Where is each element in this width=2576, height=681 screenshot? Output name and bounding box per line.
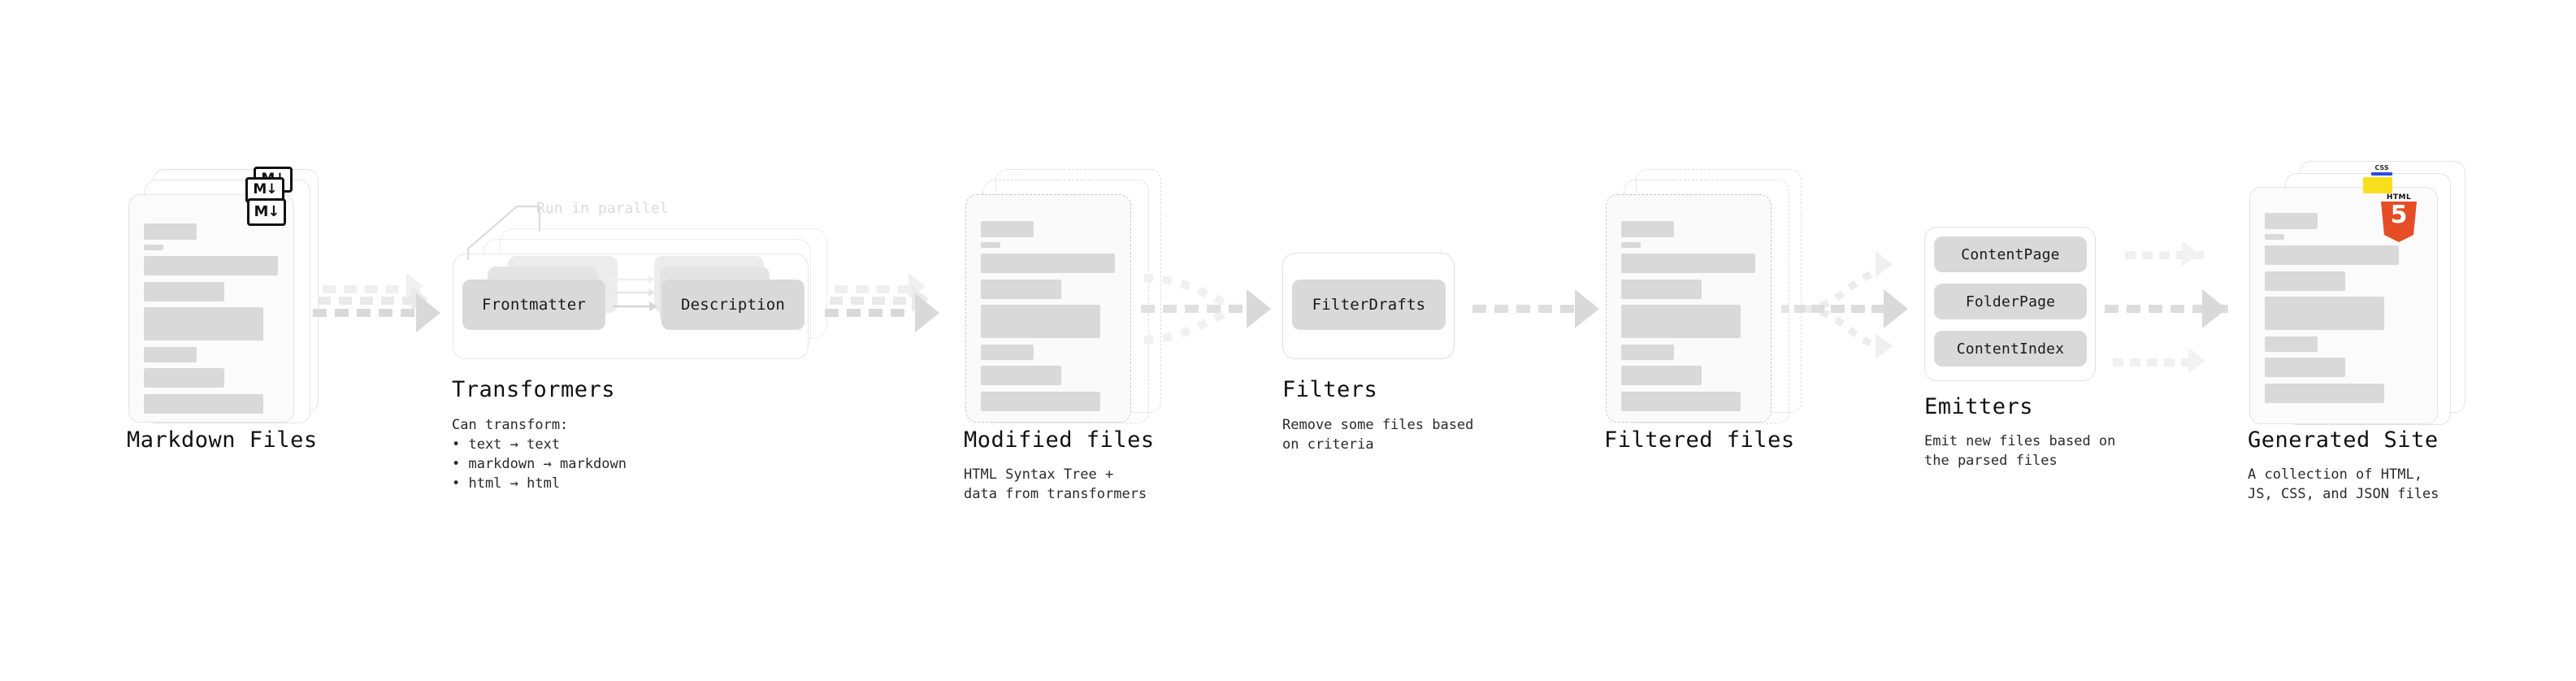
skeleton-line (981, 254, 1115, 273)
filters-desc: Remove some files based on criteria (1282, 417, 1474, 453)
skeleton-line (2265, 384, 2384, 403)
javascript-icon (2363, 177, 2392, 193)
generated-site-desc: A collection of HTML, JS, CSS, and JSON … (2248, 466, 2439, 502)
skeleton-line (2265, 213, 2318, 229)
skeleton-line (1621, 242, 1641, 248)
skeleton-line (144, 368, 224, 388)
skeleton-line (144, 223, 197, 240)
skeleton-line (2265, 297, 2384, 330)
skeleton-line (1621, 345, 1674, 360)
transformers-desc: Can transform: • text → text • markdown … (452, 417, 627, 492)
skeleton-line (981, 280, 1061, 299)
skeleton-line (2265, 336, 2318, 352)
run-in-parallel-bracket (466, 205, 541, 260)
skeleton-line (144, 245, 163, 250)
css3-icon-label: CSS (2374, 164, 2389, 171)
skeleton-line (1621, 305, 1741, 338)
html5-icon-shield: 5 (2381, 202, 2417, 242)
chip-folderpage[interactable]: FolderPage (1934, 284, 2087, 319)
filters-title: Filters (1282, 377, 1378, 402)
skeleton-line (981, 305, 1100, 338)
skeleton-line (1621, 280, 1702, 299)
skeleton-line (144, 394, 263, 414)
emitters-title: Emitters (1924, 394, 2034, 419)
fanout-curves (1803, 269, 1877, 349)
css3-icon: CSS (2371, 164, 2392, 176)
skeleton-line (981, 392, 1100, 411)
run-in-parallel-label: Run in parallel (536, 200, 669, 217)
chip-frontmatter[interactable]: Frontmatter (462, 280, 605, 330)
skeleton-line (144, 282, 224, 301)
skeleton-line (981, 242, 1000, 248)
skeleton-line (981, 221, 1034, 237)
chip-contentindex[interactable]: ContentIndex (1934, 331, 2087, 367)
skeleton-line (981, 345, 1034, 360)
skeleton-line (1621, 366, 1702, 385)
chip-contentpage[interactable]: ContentPage (1934, 236, 2087, 272)
skeleton-line (2265, 358, 2345, 377)
skeleton-line (2265, 271, 2345, 291)
modified-files-desc: HTML Syntax Tree + data from transformer… (964, 466, 1147, 502)
transformers-title: Transformers (452, 377, 616, 402)
skeleton-line (2265, 234, 2284, 240)
emitters-desc: Emit new files based on the parsed files (1924, 433, 2116, 469)
skeleton-line (144, 307, 263, 340)
skeleton-line (144, 256, 278, 275)
skeleton-line (1621, 392, 1741, 411)
generated-site-title: Generated Site (2248, 427, 2439, 453)
skeleton-line (144, 347, 197, 362)
chip-description[interactable]: Description (661, 280, 804, 330)
skeleton-line (1621, 221, 1674, 237)
skeleton-line (2265, 245, 2399, 265)
css3-icon-bar (2371, 172, 2392, 176)
skeleton-line (981, 366, 1061, 385)
html5-icon: HTML 5 (2381, 193, 2417, 242)
markdown-files-title: Markdown Files (127, 427, 318, 453)
skeleton-line (1621, 254, 1755, 273)
chip-filterdrafts[interactable]: FilterDrafts (1292, 280, 1446, 330)
html5-icon-digit: 5 (2390, 201, 2408, 229)
filtered-files-title: Filtered files (1604, 427, 1795, 453)
transformer-inner-arrows (613, 275, 657, 311)
markdown-icon: M↓ (247, 198, 286, 226)
html5-icon-caption: HTML (2386, 193, 2412, 202)
modified-files-title: Modified files (964, 427, 1155, 453)
